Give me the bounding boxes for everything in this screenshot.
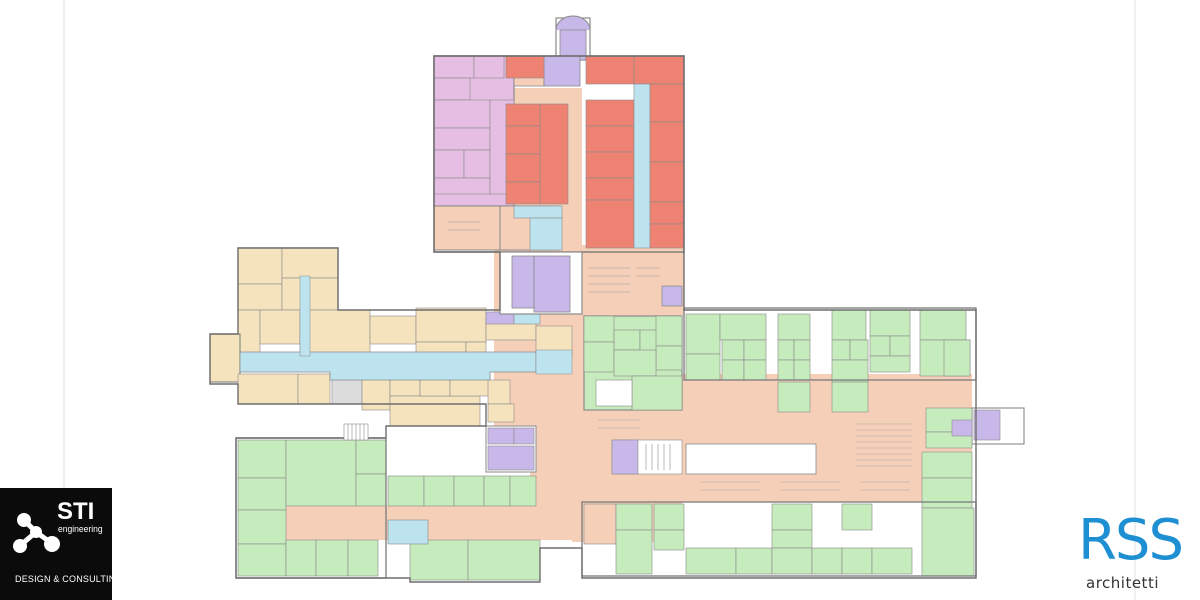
sti-logo — [0, 488, 112, 600]
outpatient-east-top — [684, 309, 974, 413]
sti-name: STI — [57, 498, 95, 525]
sti-tagline: DESIGN & CONSULTING — [15, 574, 123, 584]
atrium — [685, 443, 817, 475]
sw-stair — [387, 519, 429, 545]
courtyard-stair — [343, 423, 369, 441]
molecule-icon — [13, 513, 60, 553]
building-outline — [209, 55, 977, 583]
outpatient-central — [583, 315, 683, 411]
diagnostic-block — [505, 55, 685, 249]
outpatient-south — [583, 451, 975, 577]
outpatient-southwest — [237, 439, 541, 581]
rss-logo: RSS — [1078, 508, 1184, 573]
east-lift-core — [925, 407, 1025, 449]
central-stair — [611, 439, 683, 475]
seating-north — [448, 221, 660, 293]
sw-lift-core — [485, 403, 537, 473]
admin-block — [209, 247, 573, 427]
admin-link — [535, 349, 573, 375]
emergency-block — [433, 55, 563, 251]
sti-subtitle: engineering — [58, 524, 103, 534]
admin-corridor-spur — [299, 275, 311, 357]
seating-east — [598, 419, 912, 491]
rss-subtitle: architetti — [1086, 574, 1159, 592]
central-lift-core — [499, 251, 683, 315]
